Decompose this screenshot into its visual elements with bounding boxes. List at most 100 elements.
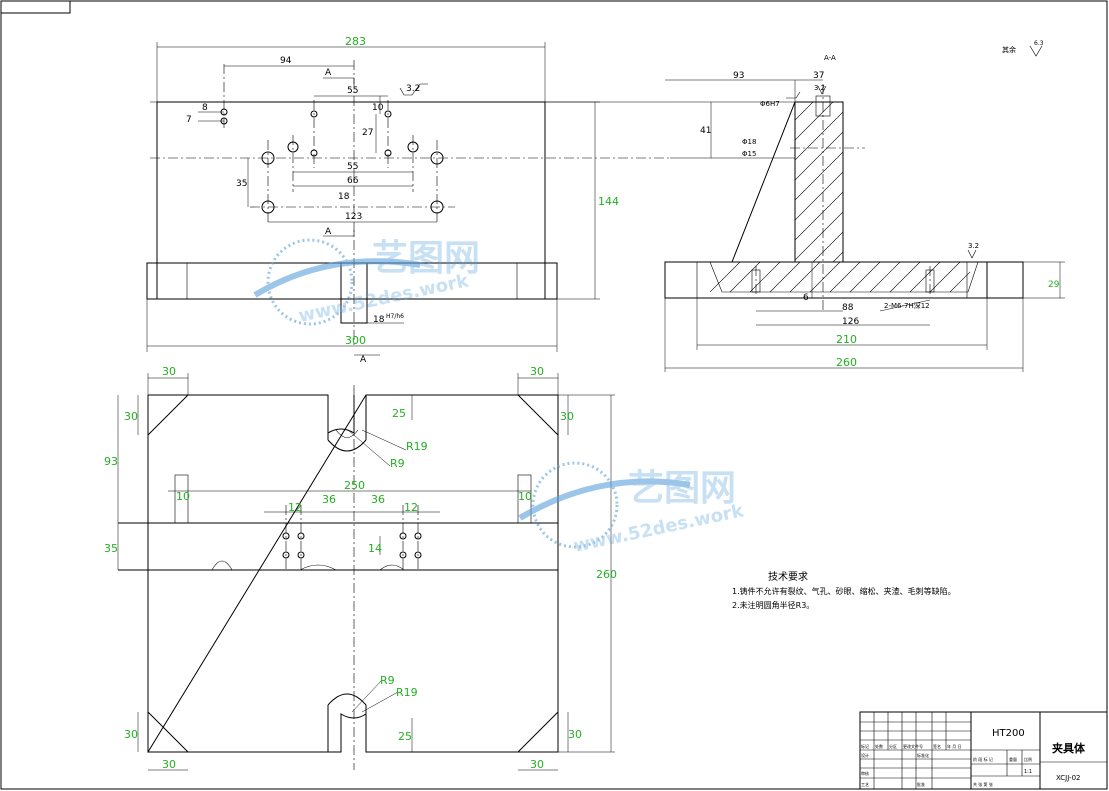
scale: 1:1 — [1024, 769, 1032, 775]
top-view-holes — [220, 108, 444, 214]
label-craft: 工艺 — [861, 782, 869, 787]
label-sheets: 共 张 第 张 — [973, 781, 993, 787]
dim-v30-tl: 30 — [124, 410, 138, 423]
row-label-sign: 签名 — [933, 743, 941, 749]
dim-27: 27 — [362, 128, 373, 138]
dim-210: 210 — [836, 333, 857, 346]
dim-55a: 55 — [347, 86, 358, 96]
dim-slot-10-r: 10 — [518, 490, 532, 503]
title-block: HT200 夹具体 XCJJ-02 1:1 标记 处数 分区 更改文件号 签名 … — [859, 711, 1108, 790]
surface-mark-3: 3.2 — [968, 242, 979, 250]
dim-126: 126 — [842, 317, 859, 327]
dim-slot-25-bot: 25 — [398, 730, 412, 743]
dim-41: 41 — [700, 126, 711, 136]
drawing-number: XCJJ-02 — [1056, 774, 1081, 782]
dim-8: 8 — [202, 103, 208, 113]
dim-r9-bot: R9 — [380, 674, 395, 687]
dim-slot-tol: H7/h6 — [386, 313, 404, 320]
label-ratio: 比例 — [1024, 756, 1032, 762]
cut-label-a3: A — [360, 355, 367, 365]
dim-h7: Φ6H7 — [760, 100, 780, 108]
row-label-doc: 更改文件号 — [903, 743, 923, 749]
label-stage: 阶 段 标 记 — [973, 756, 993, 762]
top-view: 283 94 55 55 66 10 27 8 7 35 18 123 144 … — [146, 35, 670, 365]
dim-slot-18: 18 — [373, 315, 385, 325]
dim-r9-top: R9 — [390, 457, 405, 470]
dim-94: 94 — [280, 56, 292, 66]
dim-c30-br: 30 — [530, 758, 544, 771]
dim-d15: Φ15 — [742, 150, 756, 158]
dim-v30-br: 30 — [568, 728, 582, 741]
plan-holes — [282, 532, 422, 559]
corner-tab — [0, 0, 71, 14]
watermark-top: 艺图网 www.52des.work — [253, 238, 480, 327]
surface-mark-1: 3.2 — [406, 84, 420, 94]
tech-title: 技术要求 — [768, 570, 808, 583]
watermark-brand-bottom: 艺图网 — [628, 468, 736, 509]
surface-mark-4: 6.3 — [1034, 40, 1044, 47]
dim-6: 6 — [803, 293, 809, 303]
dim-36-r: 36 — [371, 493, 385, 506]
watermark-bottom: 艺图网 www.52des.work — [518, 461, 746, 557]
dim-v30-bl: 30 — [124, 728, 138, 741]
section-title: A-A — [824, 54, 836, 62]
label-design: 设计 — [861, 752, 869, 758]
dim-18: 18 — [338, 192, 350, 202]
dim-37: 37 — [813, 71, 824, 81]
dim-14: 14 — [368, 542, 382, 555]
dim-283: 283 — [345, 35, 366, 48]
plan-view: 30 30 30 30 30 30 30 30 25 25 R19 R9 R9 … — [104, 365, 617, 771]
dim-7: 7 — [186, 115, 192, 125]
dim-r19-bot: R19 — [396, 686, 418, 699]
dim-35: 35 — [236, 179, 247, 189]
label-standard: 标准化 — [917, 752, 929, 758]
label-weight: 重量 — [1009, 756, 1017, 762]
watermark-brand-top: 艺图网 — [372, 238, 480, 279]
row-label-mark: 标记 — [861, 743, 869, 749]
dim-300: 300 — [345, 334, 366, 347]
dim-93: 93 — [104, 455, 118, 468]
cut-label-a1: A — [325, 68, 332, 78]
dim-12-l: 12 — [288, 501, 302, 514]
tech-line-2: 2.未注明圆角半径R3。 — [732, 600, 814, 610]
dim-10: 10 — [372, 103, 384, 113]
dim-slot-25-top: 25 — [392, 407, 406, 420]
thread-note: 2-M6-7H深12 — [884, 301, 930, 310]
dim-123: 123 — [345, 212, 362, 222]
row-label-zone: 分区 — [889, 743, 897, 749]
dim-260-sec: 260 — [836, 356, 857, 369]
row-label-date: 年 月 日 — [947, 743, 962, 749]
label-approve: 批准 — [917, 781, 925, 787]
row-label-count: 处数 — [875, 743, 883, 749]
dim-r19-top: R19 — [406, 440, 428, 453]
dim-d18: Φ18 — [742, 138, 756, 146]
dim-12-r: 12 — [404, 501, 418, 514]
cut-label-a2: A — [325, 227, 332, 237]
tech-line-1: 1.铸件不允许有裂纹、气孔、砂眼、缩松、夹渣、毛刺等缺陷。 — [732, 586, 956, 596]
dim-c30-tr: 30 — [530, 365, 544, 378]
dim-v30-tr: 30 — [560, 410, 574, 423]
technical-requirements: 技术要求 1.铸件不允许有裂纹、气孔、砂眼、缩松、夹渣、毛刺等缺陷。 2.未注明… — [732, 570, 956, 610]
surface-mark-2: 3.2 — [814, 84, 825, 92]
dim-66: 66 — [347, 176, 359, 186]
section-hatch — [795, 102, 843, 262]
plan-outline — [147, 394, 559, 753]
material: HT200 — [992, 728, 1025, 739]
dim-slot-10-l: 10 — [176, 490, 190, 503]
remaining-label: 其余 — [1002, 45, 1016, 54]
part-name: 夹具体 — [1052, 741, 1086, 755]
label-review: 审核 — [861, 770, 869, 776]
dim-88: 88 — [842, 303, 854, 313]
dim-c30-bl: 30 — [162, 758, 176, 771]
dim-93-sec: 93 — [733, 71, 744, 81]
dim-144: 144 — [598, 195, 619, 208]
dim-260: 260 — [596, 568, 617, 581]
dim-250: 250 — [344, 479, 365, 492]
section-view: A-A 其余 6.3 93 37 Φ6H7 41 Φ18 Φ15 6 88 12… — [664, 40, 1065, 372]
dim-55b: 55 — [347, 162, 358, 172]
dim-35: 35 — [104, 542, 118, 555]
dim-36-l: 36 — [322, 493, 336, 506]
dim-c30-tl: 30 — [162, 365, 176, 378]
